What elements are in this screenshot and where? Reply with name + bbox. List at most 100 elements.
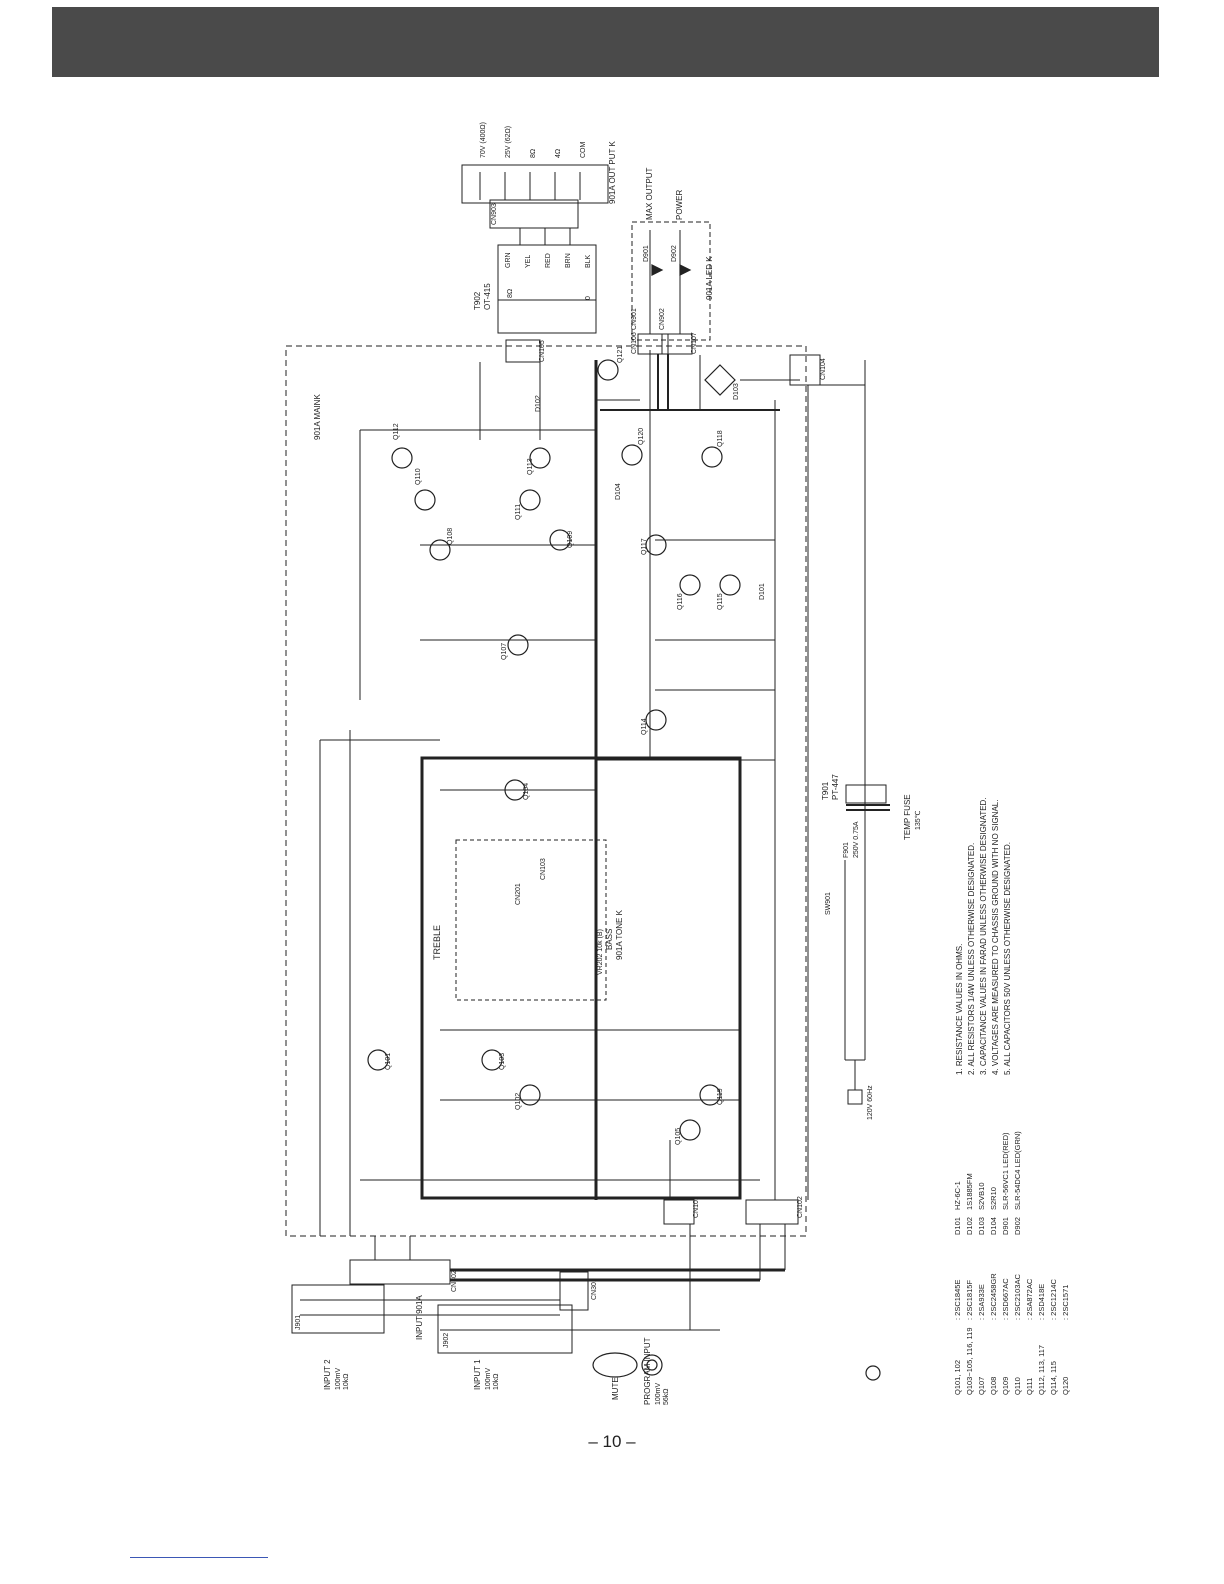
tone-pcb-label: 901A TONE K <box>615 909 624 960</box>
cn301-label: CN301 <box>591 1278 598 1300</box>
q117-label: Q117 <box>641 538 648 555</box>
q113-label: Q113 <box>527 458 534 475</box>
footer-rule <box>130 1557 268 1558</box>
t902-wire-3: BRN <box>565 253 572 268</box>
diode-part-1: 1S1885FM <box>965 1173 974 1210</box>
t901-label: T901 <box>821 781 830 800</box>
parts-ref-5: Q110 <box>1013 1377 1022 1395</box>
main-board-outline <box>285 345 807 1237</box>
program-spec-0: 100mV <box>655 1382 662 1405</box>
parts-part-4: : 2SD667AC <box>1001 1278 1010 1320</box>
mute-switch <box>592 1352 638 1378</box>
led-board-outline <box>631 221 711 341</box>
d103-bridge <box>704 364 736 396</box>
cn101-label: CN101 <box>693 1196 700 1218</box>
parts-ref-8: Q114, 115 <box>1049 1361 1058 1395</box>
q102-label: Q102 <box>515 1093 522 1110</box>
transistor-parts-list: Q101, 102 : 2SC1845E Q103~105, 116, 119 … <box>953 1273 1070 1395</box>
diode-ref-1: D102 <box>965 1217 974 1235</box>
program-input-jack <box>641 1354 663 1376</box>
parts-part-0: : 2SC1845E <box>953 1280 962 1320</box>
parts-ref-6: Q111 <box>1025 1378 1034 1395</box>
cn107-label: CN107 <box>691 332 698 354</box>
q121-label: Q121 <box>617 346 624 363</box>
output-tap-1: 25V (62Ω) <box>505 126 512 158</box>
tone-vr-label: VR202 10k (B) <box>597 929 604 975</box>
d901-label: D901 <box>643 245 650 262</box>
input2-label: INPUT 2 <box>323 1359 332 1390</box>
parts-part-8: : 2SC1214C <box>1049 1279 1058 1320</box>
q120-label: Q120 <box>638 428 645 445</box>
parts-part-9: : 2SC1571 <box>1061 1285 1070 1320</box>
parts-ref-0: Q101, 102 <box>953 1360 962 1395</box>
q108-label: Q108 <box>447 528 454 545</box>
q107-label: Q107 <box>501 643 508 660</box>
parts-part-2: : 2SA933E <box>977 1284 986 1320</box>
input-pcb-label: INPUT 901A <box>415 1295 424 1340</box>
output-terminal-box <box>461 164 609 204</box>
cn903-box <box>489 199 579 229</box>
cn302-label: CN302 <box>451 1270 458 1292</box>
parts-ref-4: Q109 <box>1001 1377 1010 1395</box>
parts-part-6: : 2SA872AC <box>1025 1278 1034 1320</box>
j901-label: J901 <box>295 1315 302 1330</box>
q110-label: Q110 <box>415 468 422 485</box>
header-band <box>52 7 1159 77</box>
diode-ref-2: D103 <box>977 1217 986 1235</box>
d102-label: D102 <box>535 395 542 412</box>
notes: 1. RESISTANCE VALUES IN OHMS. 2. ALL RES… <box>955 797 1012 1075</box>
led-power-label: POWER <box>675 190 684 220</box>
cn103-label: CN103 <box>540 858 547 880</box>
led-max-output-label: MAX OUTPUT <box>645 167 654 220</box>
diode-parts-list: D101 HZ-6C-1 D102 1S1885FM D103 S2VB10 D… <box>953 1131 1022 1235</box>
program-input-label: PROGRAM INPUT <box>643 1337 652 1405</box>
diode-part-0: HZ-6C-1 <box>953 1181 962 1210</box>
q109-label: Q109 <box>567 531 574 548</box>
treble-label: TREBLE <box>432 925 442 960</box>
parts-ref-7: Q112, 113, 117 <box>1037 1345 1046 1395</box>
f901-label: F901 <box>843 842 850 858</box>
sw901-label: SW901 <box>825 892 832 915</box>
program-spec-1: 56kΩ <box>663 1388 670 1405</box>
diode-ref-3: D104 <box>989 1217 998 1235</box>
d104-label: D104 <box>615 483 622 500</box>
cn106-label: CN106 <box>631 332 638 354</box>
q116-label: Q116 <box>677 593 684 610</box>
q103-label: Q103 <box>499 1053 506 1070</box>
note-3: 3. CAPACITANCE VALUES IN FARAD UNLESS OT… <box>979 797 988 1075</box>
tone-subboard-outline <box>455 839 607 1001</box>
cn901-label: CN901 <box>631 308 638 330</box>
diode-ref-5: D902 <box>1013 1217 1022 1235</box>
output-tap-2: 8Ω <box>530 149 537 158</box>
d101-label: D101 <box>759 583 766 600</box>
j902-label: J902 <box>443 1333 450 1348</box>
t901-part-label: PT-447 <box>831 774 840 800</box>
led-pcb-label: 901A LED K <box>705 256 714 300</box>
q115-label: Q115 <box>717 593 724 610</box>
input2-spec-1: 10kΩ <box>343 1373 350 1390</box>
input2-spec-0: 100mV <box>335 1367 342 1390</box>
page-number: – 10 – <box>588 1432 636 1451</box>
cn903-label: CN903 <box>491 203 498 225</box>
t902-part: OT-415 <box>483 283 492 310</box>
q111-label: Q111 <box>515 504 522 520</box>
t902-wire-1: YEL <box>525 255 532 268</box>
cn104-label: CN104 <box>820 358 827 380</box>
note-1: 1. RESISTANCE VALUES IN OHMS. <box>955 944 964 1075</box>
t902-box <box>497 244 597 334</box>
bass-label: BASS <box>605 929 614 950</box>
cn201-label: CN201 <box>515 883 522 905</box>
parts-part-1: : 2SC1815F <box>965 1280 974 1320</box>
q105-label: Q105 <box>675 1128 682 1145</box>
t902-wire-4: BLK <box>585 254 592 268</box>
t902-primary-0: 0 <box>585 296 592 300</box>
note-2: 2. ALL RESISTORS 1/4W UNLESS OTHERWISE D… <box>967 843 976 1075</box>
diode-part-4: SLR-56VC1 LED(RED) <box>1001 1132 1010 1210</box>
transistor-symbols <box>367 359 741 1141</box>
parts-ref-3: Q108 <box>989 1377 998 1395</box>
parts-ref-1: Q103~105, 116, 119 <box>965 1328 974 1396</box>
note-4: 4. VOLTAGES ARE MEASURED TO CHASSIS GROU… <box>991 800 1000 1075</box>
f901-value: 250V 0.75A <box>853 821 860 858</box>
cn102-label: CN102 <box>797 1196 804 1218</box>
